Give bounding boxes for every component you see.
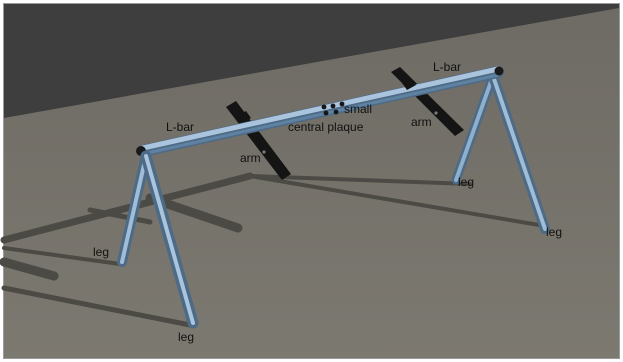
central-plaque-shape xyxy=(321,101,345,116)
label-l-bar-left: L-bar xyxy=(166,120,195,134)
floor-shadow xyxy=(0,172,547,328)
right-legs xyxy=(451,71,550,234)
label-leg-back-right: leg xyxy=(458,175,475,189)
label-leg-front-right: leg xyxy=(546,225,563,239)
label-leg-front-left: leg xyxy=(178,330,195,344)
left-legs xyxy=(117,150,199,329)
image-border xyxy=(3,3,620,359)
label-arm-left: arm xyxy=(240,151,261,165)
label-leg-back-left: leg xyxy=(93,245,110,259)
label-central-plaque: central plaque xyxy=(288,120,364,134)
arm-left-over xyxy=(236,111,251,123)
label-arm-right: arm xyxy=(411,115,432,129)
backdrop-wall xyxy=(4,4,619,118)
arm-right-over xyxy=(402,79,416,90)
label-l-bar-right: L-bar xyxy=(433,60,462,74)
l-bar-shape xyxy=(136,66,504,157)
label-small: small xyxy=(344,102,373,116)
